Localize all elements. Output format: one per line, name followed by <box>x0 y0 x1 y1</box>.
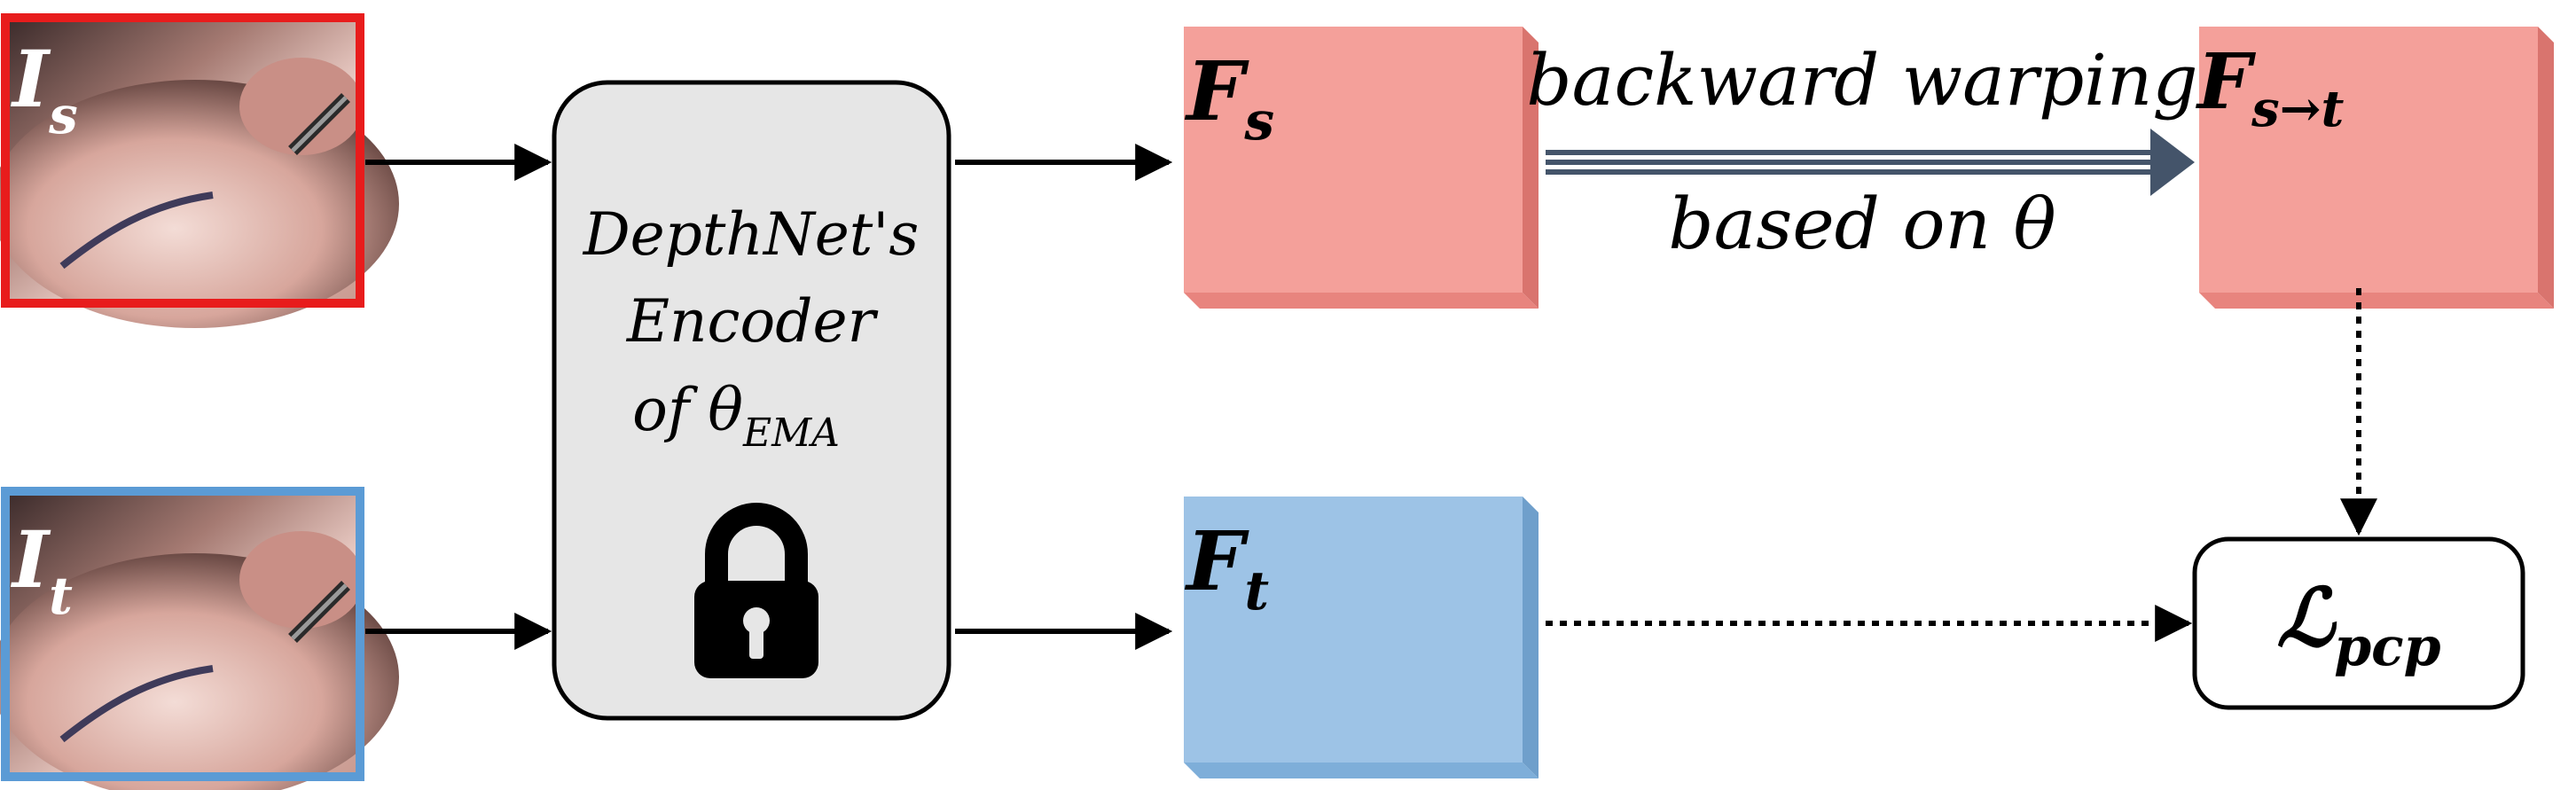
source-instrument-highlight <box>291 96 348 153</box>
feature-fs: Fs <box>1184 27 1539 309</box>
ft-side-face <box>1523 497 1539 778</box>
ft-front-face <box>1184 497 1523 763</box>
encoder-title-line3: of θEMA <box>632 376 840 456</box>
warp-label-line2: based on θ <box>1668 183 2055 265</box>
target-tissue-lobe <box>239 531 364 629</box>
source-image: Is <box>0 13 399 328</box>
fst-bottom-face <box>2199 293 2554 309</box>
source-tissue-lobe <box>239 58 364 155</box>
target-image-frame <box>1 487 364 781</box>
warp-arrow-head <box>2150 129 2195 196</box>
fs-bottom-face <box>1184 293 1539 309</box>
warp-arrow <box>1546 129 2195 196</box>
feature-fst: Fs→t <box>2195 27 2554 309</box>
fs-front-face <box>1184 27 1523 293</box>
lock-keyhole-slot <box>749 625 763 659</box>
target-instrument-highlight <box>291 583 348 640</box>
ft-label: Ft <box>1184 513 1269 622</box>
encoder-box <box>552 80 951 721</box>
fst-side-face <box>2538 27 2554 309</box>
source-image-frame <box>1 13 364 308</box>
fst-label: Fs→t <box>2195 37 2345 138</box>
loss-box <box>2192 536 2525 710</box>
lock-icon <box>694 503 818 678</box>
fst-front-face <box>2199 27 2538 293</box>
encoder-title-line2: Encoder <box>626 287 879 356</box>
lock-shackle <box>705 503 808 585</box>
target-image-label: It <box>10 513 73 626</box>
source-incision-line <box>59 192 214 270</box>
target-incision-line <box>59 665 214 743</box>
fs-side-face <box>1523 27 1539 309</box>
loss-block: ℒpcp <box>2192 536 2525 710</box>
source-image-label: Is <box>10 33 78 145</box>
feature-ft: Ft <box>1184 497 1539 778</box>
target-image: It <box>0 487 399 790</box>
warp-label-line1: backward warping <box>1526 39 2197 121</box>
loss-label: ℒpcp <box>2276 571 2440 678</box>
encoder-block: DepthNet's Encoder of θEMA <box>552 80 951 721</box>
ft-bottom-face <box>1184 763 1539 778</box>
encoder-title-line1: DepthNet's <box>583 200 920 269</box>
fs-label: Fs <box>1184 43 1274 153</box>
